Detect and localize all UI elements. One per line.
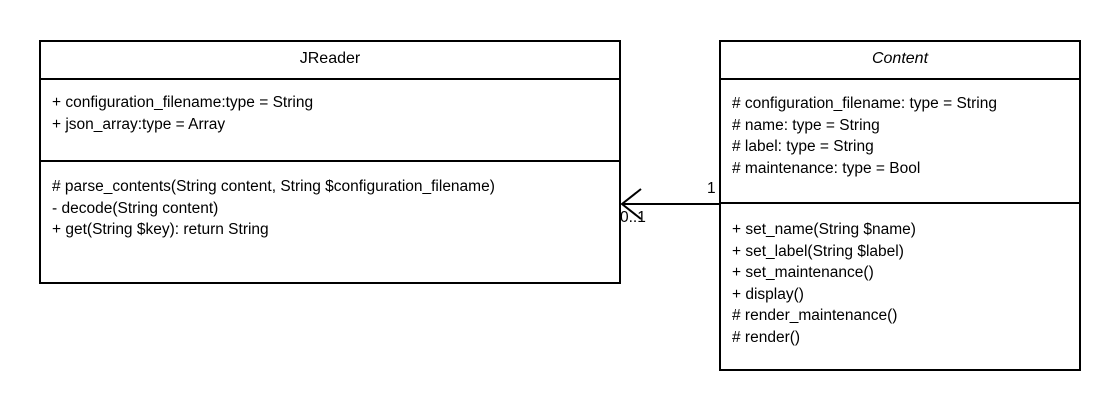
operation: + display()	[732, 285, 804, 303]
attribute: # maintenance: type = Bool	[732, 159, 921, 177]
source-multiplicity-label: 1	[707, 180, 716, 197]
attributes-compartment: # configuration_filename: type = String …	[721, 80, 1079, 204]
operation: + set_maintenance()	[732, 264, 874, 281]
class-content[interactable]: Content # configuration_filename: type =…	[719, 40, 1081, 371]
operation: + set_label(String $label)	[732, 242, 904, 260]
target-multiplicity-label: 0..1	[620, 209, 646, 226]
operation: + set_name(String $name)	[732, 221, 916, 238]
operation: # parse_contents(String content, String …	[52, 178, 495, 195]
attribute: # name: type = String	[732, 116, 880, 134]
operation: - decode(String content)	[52, 199, 219, 217]
attribute: # configuration_filename: type = String	[732, 95, 997, 112]
class-name: JReader	[41, 42, 619, 80]
attributes-compartment: + configuration_filename:type = String +…	[41, 80, 619, 162]
operation: # render_maintenance()	[732, 307, 898, 324]
class-name: Content	[721, 42, 1079, 80]
operations-compartment: # parse_contents(String content, String …	[41, 162, 619, 241]
operation: + get(String $key): return String	[52, 221, 269, 238]
operations-compartment: + set_name(String $name) + set_label(Str…	[721, 204, 1079, 348]
attribute: # label: type = String	[732, 138, 874, 155]
operation: # render()	[732, 328, 801, 346]
class-jreader[interactable]: JReader + configuration_filename:type = …	[39, 40, 621, 284]
attribute: + json_array:type = Array	[52, 115, 226, 133]
attribute: + configuration_filename:type = String	[52, 94, 314, 111]
